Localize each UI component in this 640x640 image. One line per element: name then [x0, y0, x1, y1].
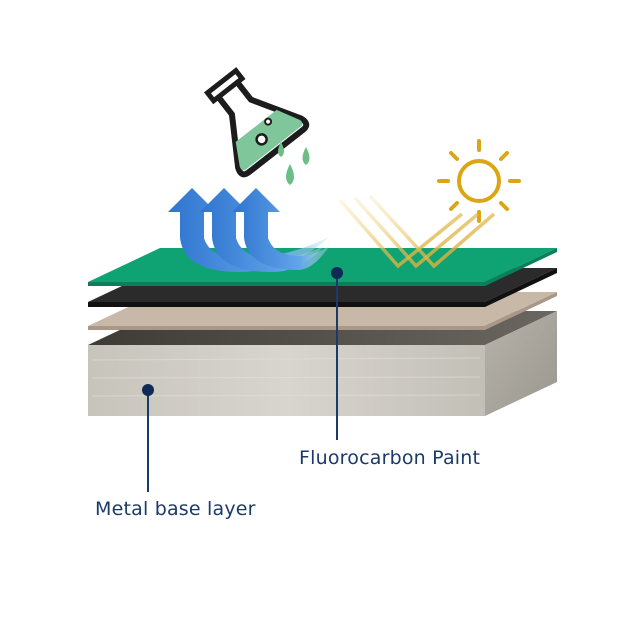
water-drops-icon [278, 142, 310, 185]
metal-base-front-face [88, 345, 485, 416]
pretreatment-layer-edge [88, 292, 557, 330]
metal-leader [142, 384, 154, 492]
metal-base-layer-label: Metal base layer [95, 498, 256, 520]
paint-marker-dot [331, 267, 343, 279]
metal-marker-dot [142, 384, 154, 396]
sun-icon [437, 139, 521, 223]
sun-rays-reflection-icon [338, 194, 496, 269]
metal-base-side-face [485, 311, 557, 416]
chemical-flask-icon [203, 67, 310, 178]
fluorocarbon-paint-layer-edge [88, 248, 557, 286]
paint-leader [331, 267, 343, 440]
fluorocarbon-paint-label: Fluorocarbon Paint [299, 447, 481, 469]
primer-layer-edge [88, 268, 557, 307]
wind-arrows-icon [168, 188, 330, 272]
